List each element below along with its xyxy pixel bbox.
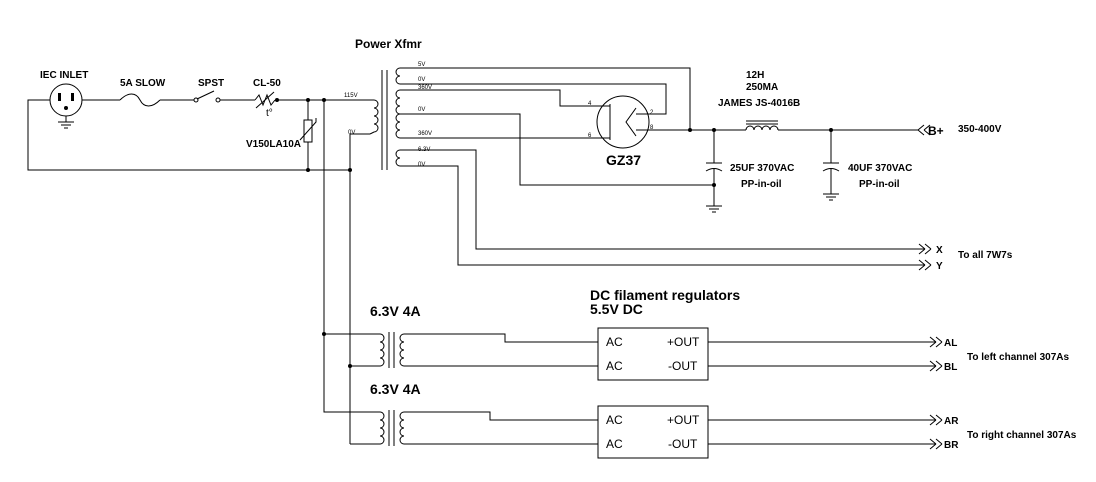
tap-0v-c: 0V	[418, 162, 425, 168]
pin-4: 4	[588, 101, 592, 107]
power-xfmr-label: Power Xfmr	[355, 37, 422, 51]
fuse-label: 5A SLOW	[120, 78, 166, 89]
wire-360v-a	[400, 89, 606, 107]
tap-5v: 5V	[418, 62, 425, 68]
iec-inlet-label: IEC INLET	[40, 70, 88, 81]
choke-inductor	[745, 120, 779, 131]
wire-ct	[400, 113, 714, 186]
choke-current-label: 250MA	[746, 82, 778, 93]
xfmr2-ac-top-wire	[404, 411, 598, 421]
wire-y	[400, 165, 925, 266]
xfmr1-ac-top-wire	[404, 333, 598, 343]
to-left-label: To left channel 307As	[967, 352, 1070, 363]
fil-xfmr2-label: 6.3V 4A	[370, 381, 421, 397]
pin-8: 8	[650, 125, 654, 131]
to-7w7s-label: To all 7W7s	[958, 250, 1013, 261]
dc-regulator-left	[597, 327, 709, 381]
reg1-ac-bot: AC	[606, 359, 623, 373]
varistor-label: V150LA10A	[246, 139, 301, 150]
choke-model-label: JAMES JS-4016B	[718, 98, 800, 109]
ar-connector-arrow	[929, 414, 943, 426]
dc-regulator-right	[597, 405, 709, 459]
to-right-label: To right channel 307As	[967, 430, 1077, 441]
x-label: X	[936, 245, 943, 256]
reg1-out-pos: +OUT	[667, 335, 700, 349]
wire-0v-filament	[400, 83, 667, 115]
pin-6: 6	[588, 133, 592, 139]
wire-5v	[400, 67, 691, 130]
reg2-out-neg: -OUT	[668, 437, 698, 451]
mains-neutral-wire	[27, 99, 350, 171]
capacitor-1	[705, 130, 723, 213]
cap1-type: PP-in-oil	[741, 179, 782, 190]
reg1-out-neg: -OUT	[668, 359, 698, 373]
tap-115v: 115V	[344, 93, 358, 99]
dc-reg-title: DC filament regulators	[590, 287, 740, 303]
ar-label: AR	[944, 416, 959, 427]
power-transformer	[369, 67, 401, 170]
ntc-thermistor-symbol	[254, 91, 279, 109]
y-connector-arrow	[918, 259, 932, 271]
gz37-rectifier-tube	[596, 95, 650, 149]
gz37-label: GZ37	[606, 152, 641, 168]
tap-0v-primary: 0V	[348, 130, 355, 136]
reg2-ac-top: AC	[606, 413, 623, 427]
wire-x	[400, 149, 925, 250]
cap1-value: 25UF 370VAC	[730, 163, 794, 174]
br-connector-arrow	[929, 438, 943, 450]
tap-0v-a: 0V	[418, 77, 425, 83]
bl-connector-arrow	[929, 360, 943, 372]
ntc-t-symbol: t°	[266, 108, 273, 119]
choke-value-label: 12H	[746, 70, 764, 81]
x-connector-arrow	[918, 243, 932, 255]
capacitor-2	[822, 130, 840, 201]
bplus-voltage-label: 350-400V	[958, 124, 1002, 135]
bplus-label: B+	[928, 124, 944, 138]
fil-xfmr1-label: 6.3V 4A	[370, 303, 421, 319]
reg2-ac-bot: AC	[606, 437, 623, 451]
al-label: AL	[944, 338, 957, 349]
tap-360v-a: 360V	[418, 85, 432, 91]
cap2-type: PP-in-oil	[859, 179, 900, 190]
switch-symbol	[193, 90, 221, 103]
fuse-symbol	[119, 93, 161, 107]
iec-inlet	[49, 83, 83, 129]
filament-transformer-1	[322, 332, 405, 368]
tap-0v-b: 0V	[418, 107, 425, 113]
cap2-value: 40UF 370VAC	[848, 163, 912, 174]
bplus-connector-arrow	[917, 124, 931, 136]
primary-neutral-lead	[349, 133, 370, 170]
al-connector-arrow	[929, 336, 943, 348]
reg2-out-pos: +OUT	[667, 413, 700, 427]
tap-360v-b: 360V	[418, 131, 432, 137]
pin-2: 2	[650, 110, 654, 116]
dc-reg-voltage: 5.5V DC	[590, 301, 643, 317]
reg1-ac-top: AC	[606, 335, 623, 349]
filament-transformer-2	[323, 334, 405, 446]
ntc-label: CL-50	[253, 78, 281, 89]
y-label: Y	[936, 261, 943, 272]
switch-label: SPST	[198, 78, 224, 89]
varistor-symbol	[299, 98, 317, 172]
bl-label: BL	[944, 362, 957, 373]
br-label: BR	[944, 440, 959, 451]
